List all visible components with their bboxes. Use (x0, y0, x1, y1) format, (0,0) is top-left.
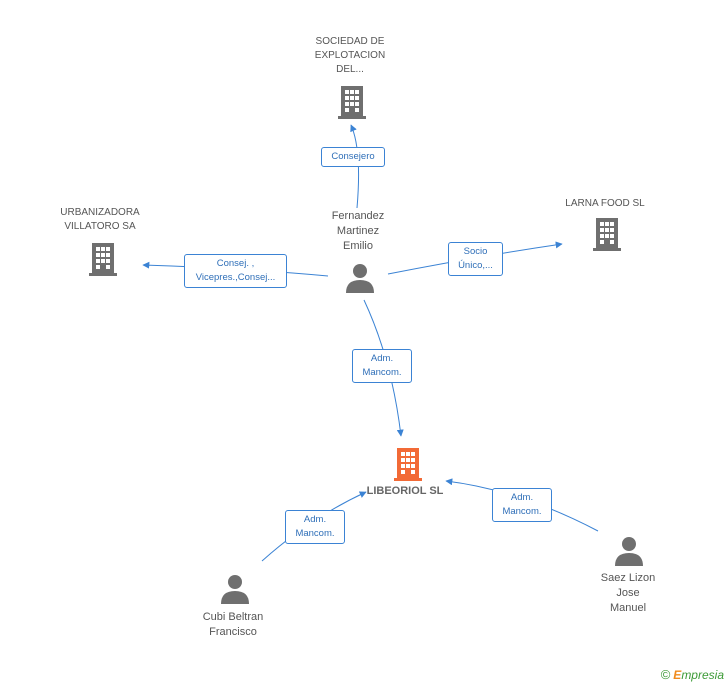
building-icon-main[interactable] (392, 447, 424, 481)
node-label-larna: LARNA FOOD SL (565, 198, 645, 209)
edge-label-consej-vicepres[interactable]: Consej. , Vicepres.,Consej... (184, 254, 287, 288)
edge-label-adm-cubi[interactable]: Adm. Mancom. (285, 510, 345, 544)
node-label-cubi: Cubi Beltran Francisco (202, 611, 264, 638)
building-icon[interactable] (87, 242, 119, 276)
person-icon[interactable] (614, 536, 644, 566)
node-label-urbanizadora: URBANIZADORA VILLATORO SA (60, 207, 140, 232)
brand-name: mpresia (681, 668, 724, 682)
brand-initial: E (673, 668, 682, 682)
node-label-saez: Saez Lizon Jose Manuel (600, 572, 656, 614)
building-icon[interactable] (591, 217, 623, 251)
brand-watermark: ©Empresia (661, 667, 724, 682)
person-icon[interactable] (220, 574, 250, 604)
person-icon[interactable] (345, 263, 375, 293)
edge-label-socio-unico[interactable]: Socio Único,... (448, 242, 503, 276)
edge-label-consejero[interactable]: Consejero (321, 147, 385, 167)
edge-label-adm-saez[interactable]: Adm. Mancom. (492, 488, 552, 522)
edge-label-adm-fernandez[interactable]: Adm. Mancom. (352, 349, 412, 383)
building-icon[interactable] (336, 85, 368, 119)
node-label-fernandez: Fernandez Martinez Emilio (331, 210, 385, 252)
copyright-symbol: © (660, 667, 671, 682)
node-label-sociedad: SOCIEDAD DE EXPLOTACION DEL... (314, 36, 386, 75)
node-label-liberiol: LIBEORIOL SL (366, 485, 444, 497)
